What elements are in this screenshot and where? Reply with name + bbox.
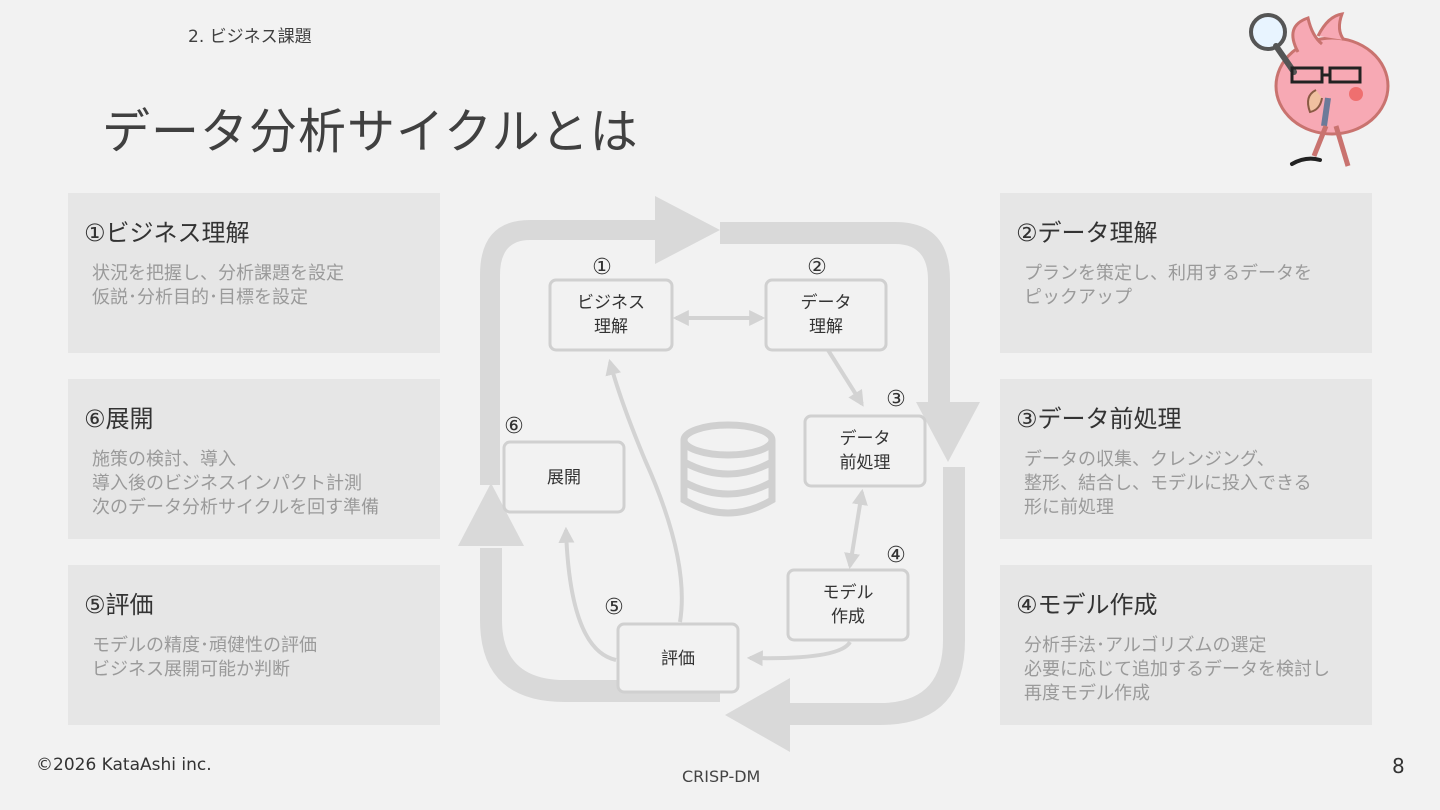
- panel-data-understanding: ②データ理解 プランを策定し、利用するデータを ピックアップ: [1000, 193, 1372, 353]
- panel-evaluation: ⑤評価 モデルの精度･頑健性の評価 ビジネス展開可能か判断: [68, 565, 440, 725]
- step-label: 作成: [831, 607, 865, 627]
- panel-heading: ②データ理解: [1016, 219, 1158, 247]
- step-number: ⑤: [604, 595, 624, 620]
- step-number: ③: [886, 387, 906, 412]
- step-box-modeling: モデル 作成 ④: [786, 543, 910, 642]
- crisp-dm-cycle-diagram: ビジネス 理解 ① データ 理解 ② データ 前処理 ③ モデル 作成 ④ 評価…: [458, 196, 980, 752]
- panel-line: プランを策定し、利用するデータを: [1024, 263, 1312, 284]
- step-label: 理解: [809, 317, 843, 337]
- panel-heading: ①ビジネス理解: [84, 219, 250, 247]
- step-label: ビジネス: [577, 293, 645, 313]
- panel-heading: ⑥展開: [84, 405, 154, 433]
- step-box-business-understanding: ビジネス 理解 ①: [548, 255, 674, 352]
- panel-line: 次のデータ分析サイクルを回す準備: [92, 497, 380, 518]
- panel-line: モデルの精度･頑健性の評価: [92, 635, 317, 656]
- panel-deployment: ⑥展開 施策の検討、導入 導入後のビジネスインパクト計測 次のデータ分析サイクル…: [68, 379, 440, 539]
- panel-line: ビジネス展開可能か判断: [92, 659, 290, 680]
- step-label: 評価: [661, 649, 695, 669]
- step-label: モデル: [823, 582, 874, 603]
- panel-business-understanding: ①ビジネス理解 状況を把握し、分析課題を設定 仮説･分析目的･目標を設定: [68, 193, 440, 353]
- panel-data-preparation: ③データ前処理 データの収集、クレンジング、 整形、結合し、モデルに投入できる …: [1000, 379, 1372, 539]
- panel-line: 施策の検討、導入: [92, 449, 236, 470]
- copyright: ©2026 KataAshi inc.: [36, 755, 212, 775]
- step-label: 前処理: [840, 453, 891, 473]
- panel-line: 再度モデル作成: [1024, 683, 1150, 704]
- slide-title: データ分析サイクルとは: [102, 104, 639, 160]
- inner-flow-arrows: [558, 310, 868, 667]
- mascot-illustration: [1249, 12, 1390, 167]
- step-box-deployment: 展開 ⑥: [502, 414, 626, 514]
- step-number: ⑥: [504, 414, 524, 439]
- panel-line: ピックアップ: [1024, 287, 1132, 308]
- panel-heading: ③データ前処理: [1016, 405, 1182, 433]
- database-icon: [680, 421, 776, 517]
- panel-line: 分析手法･アルゴリズムの選定: [1024, 635, 1267, 656]
- step-box-data-understanding: データ 理解 ②: [764, 255, 888, 352]
- panel-line: 整形、結合し、モデルに投入できる: [1024, 473, 1312, 494]
- step-number: ②: [807, 255, 827, 280]
- panel-line: 必要に応じて追加するデータを検討し: [1024, 659, 1330, 680]
- panel-heading: ⑤評価: [84, 591, 154, 619]
- page-number: 8: [1392, 754, 1405, 778]
- panel-heading: ④モデル作成: [1016, 591, 1158, 619]
- panel-line: 仮説･分析目的･目標を設定: [92, 287, 308, 308]
- panel-line: データの収集、クレンジング、: [1024, 449, 1275, 470]
- diagram-caption: CRISP-DM: [682, 767, 761, 786]
- step-label: データ: [840, 428, 891, 449]
- panel-modeling: ④モデル作成 分析手法･アルゴリズムの選定 必要に応じて追加するデータを検討し …: [1000, 565, 1372, 725]
- step-box-data-preparation: データ 前処理 ③: [803, 387, 927, 488]
- step-box-evaluation: 評価 ⑤: [604, 595, 740, 694]
- step-number: ④: [886, 543, 906, 568]
- panel-line: 形に前処理: [1024, 497, 1114, 518]
- step-number: ①: [592, 255, 612, 280]
- step-label: 理解: [594, 317, 628, 337]
- panel-line: 状況を把握し、分析課題を設定: [92, 263, 344, 284]
- step-label: 展開: [547, 468, 581, 488]
- step-label: データ: [801, 292, 852, 313]
- section-label: 2. ビジネス課題: [188, 27, 312, 47]
- panel-line: 導入後のビジネスインパクト計測: [92, 473, 362, 494]
